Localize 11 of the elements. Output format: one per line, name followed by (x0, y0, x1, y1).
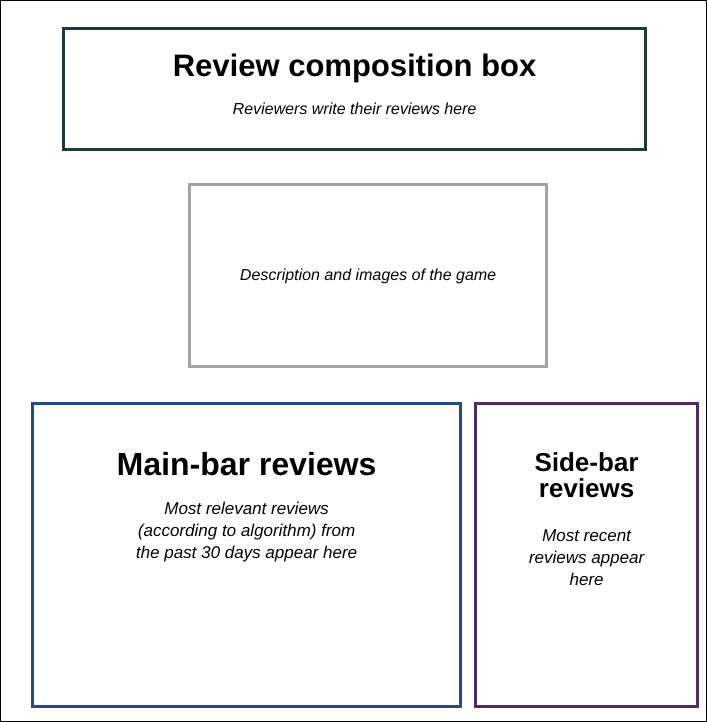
layout-box (474, 402, 699, 708)
layout-box (62, 27, 647, 151)
box-description: Most recent reviews appear here (528, 525, 646, 591)
layout-box (188, 183, 548, 368)
box-heading: Side-bar reviews (533, 449, 640, 501)
box-description: Description and images of the game (240, 266, 496, 286)
box-heading: Review composition box (172, 48, 536, 84)
box-heading: Main-bar reviews (116, 445, 376, 483)
box-description: Most relevant reviews (according to algorithm) from the past 30 days appear here (134, 498, 358, 564)
layout-box (31, 402, 462, 708)
box-description: Reviewers write their reviews here (232, 100, 476, 120)
